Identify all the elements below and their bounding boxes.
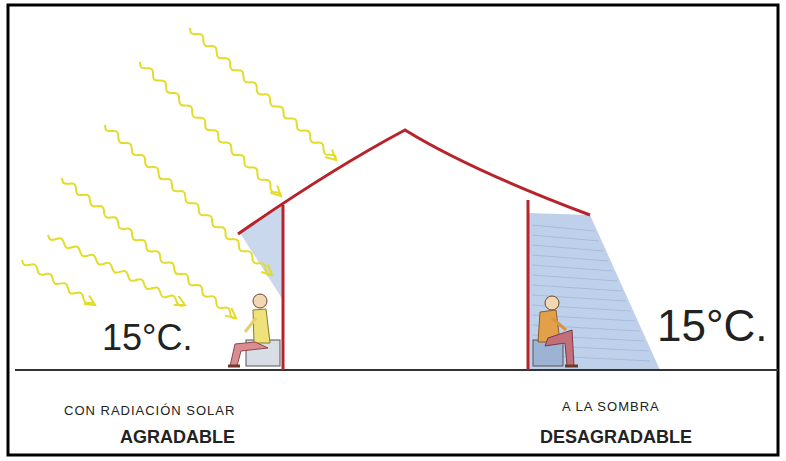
shadow-area	[528, 213, 660, 370]
left-wall	[282, 205, 285, 370]
sun-ray	[140, 62, 281, 196]
ground-line	[15, 369, 778, 371]
ray-arrowhead	[84, 295, 95, 305]
ray-arrowhead	[261, 265, 272, 275]
temperature-label: 15°C.	[655, 302, 770, 350]
person-in-sun	[228, 294, 280, 366]
sun-rays	[22, 28, 336, 318]
sun-ray	[190, 28, 336, 160]
sensation-label: DESAGRADABLE	[538, 428, 694, 448]
sun-ray	[62, 178, 236, 318]
hatch-stroke	[532, 255, 608, 261]
sensation-label: AGRADABLE	[118, 428, 237, 448]
condition-note: CON RADIACIÓN SOLAR	[62, 404, 237, 418]
hatch-stroke	[532, 245, 604, 251]
condition-note: A LA SOMBRA	[560, 400, 662, 414]
ray-arrowhead	[174, 296, 185, 305]
right-wall	[527, 200, 530, 370]
hatch-stroke	[532, 285, 622, 291]
hatch-stroke	[532, 225, 595, 231]
person-in-shade	[533, 296, 578, 366]
sun-ray	[105, 125, 272, 275]
temperature-label: 15°C.	[100, 318, 194, 358]
ray-arrowhead	[325, 150, 336, 160]
hatch-stroke	[532, 265, 613, 271]
hatch-stroke	[532, 235, 599, 241]
frame	[8, 5, 778, 455]
sun-ray	[48, 235, 185, 306]
ray-arrowhead	[270, 185, 281, 196]
sun-ray	[22, 260, 95, 305]
ray-arrowhead	[225, 308, 236, 318]
hatch-stroke	[532, 275, 617, 281]
roof	[238, 130, 590, 234]
